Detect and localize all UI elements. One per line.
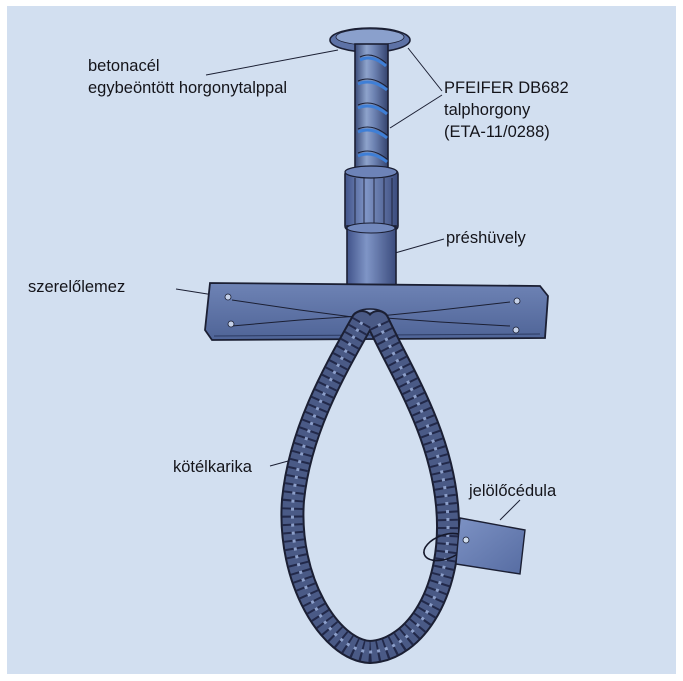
leader-tag: [500, 500, 520, 520]
leader-anchor-rebar: [390, 95, 442, 128]
leader-anchor-head: [408, 48, 442, 91]
label-rebar-line2: egybeöntött horgonytalppal: [88, 78, 287, 98]
label-plate: szerelőlemez: [28, 277, 125, 297]
label-rebar-line1: betonacél: [88, 56, 160, 76]
leader-rebar: [206, 50, 338, 75]
label-anchor-line1: PFEIFER DB682: [444, 78, 569, 98]
wire-rope-loop: [292, 322, 448, 652]
rebar-shaft: [355, 44, 388, 172]
label-anchor-line3: (ETA-11/0288): [444, 122, 550, 142]
label-tag: jelölőcédula: [469, 481, 556, 501]
leader-sleeve: [395, 239, 444, 253]
label-loop: kötélkarika: [173, 457, 252, 477]
label-anchor-line2: talphorgony: [444, 100, 530, 120]
press-sleeve: [345, 166, 398, 288]
label-sleeve: préshüvely: [446, 228, 526, 248]
